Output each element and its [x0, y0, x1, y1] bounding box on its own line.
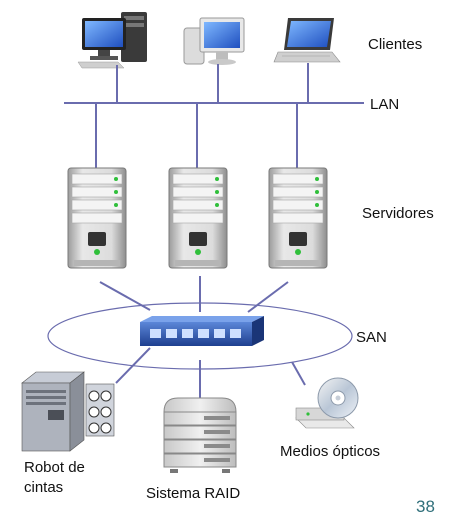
san-ellipse	[47, 302, 353, 370]
clients-label: Clientes	[368, 36, 422, 53]
optical-label: Medios ópticos	[280, 443, 380, 460]
optical-drive-icon	[295, 377, 359, 429]
server-tower-icon	[268, 167, 328, 269]
san-label: SAN	[356, 329, 387, 346]
desktop-computer-icon	[77, 12, 147, 69]
desktop-computer-icon	[183, 17, 245, 65]
page-number: 38	[416, 497, 435, 516]
tape-robot-label-line2: cintas	[24, 479, 63, 496]
servers-label: Servidores	[362, 205, 434, 222]
tape-robot-label-line1: Robot de	[24, 459, 85, 476]
lan-label: LAN	[370, 96, 399, 113]
raid-label: Sistema RAID	[146, 485, 240, 502]
server-tower-icon	[67, 167, 127, 269]
network-switch-icon	[140, 316, 264, 346]
lan-bus	[64, 63, 364, 170]
tape-library-icon	[21, 371, 115, 452]
laptop-icon	[273, 18, 341, 63]
raid-array-icon	[163, 397, 237, 473]
server-tower-icon	[168, 167, 228, 269]
